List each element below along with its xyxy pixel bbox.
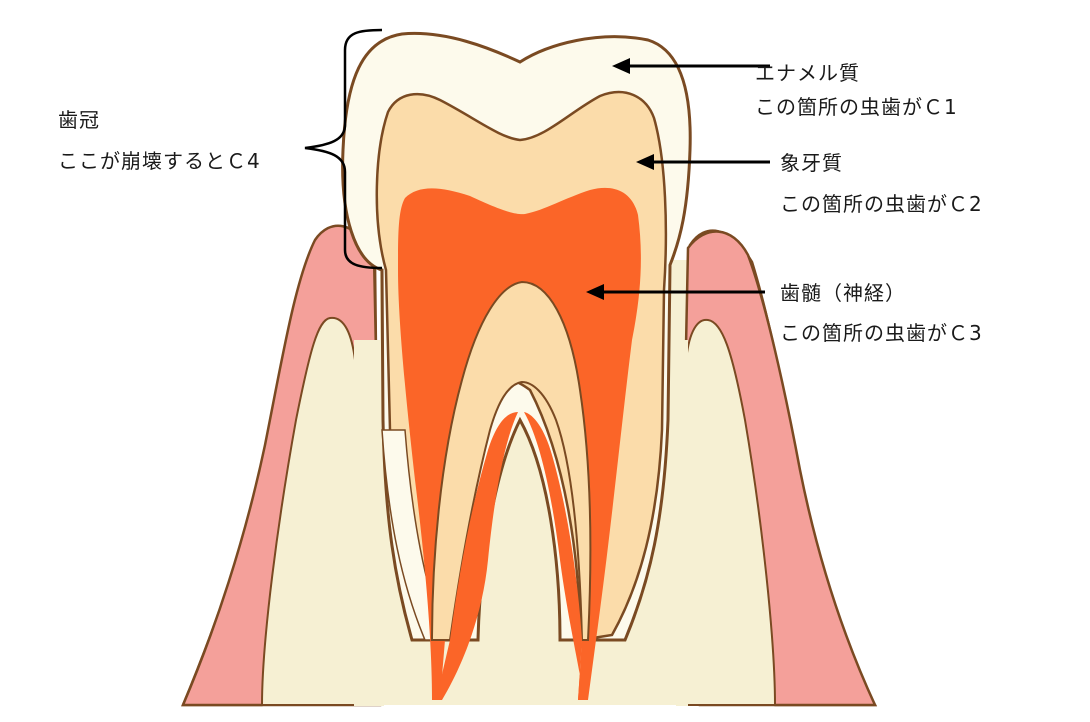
gum-left-inner	[260, 316, 362, 706]
pulp-root-left	[436, 412, 518, 700]
bone-gap-right	[676, 340, 688, 706]
enamel-note: この箇所の虫歯がＣ1	[755, 95, 958, 119]
enamel-title: エナメル質	[755, 61, 860, 85]
dentin-arrow	[636, 154, 770, 170]
pulp-root-right	[524, 412, 584, 700]
dentin-note: この箇所の虫歯がＣ2	[780, 192, 983, 216]
crown-note: ここが崩壊するとＣ4	[58, 149, 261, 173]
enamel-arrow	[612, 58, 770, 74]
dentin-title: 象牙質	[780, 151, 843, 175]
pulp-title: 歯髄（神経）	[780, 281, 906, 305]
dentin-core	[430, 280, 592, 641]
pulp-note: この箇所の虫歯がＣ3	[780, 321, 983, 345]
crown-bracket	[304, 28, 383, 270]
bone-gap-left	[354, 340, 384, 706]
gum-right-inner	[680, 318, 777, 706]
pulp	[398, 187, 641, 701]
crown-title: 歯冠	[58, 108, 100, 132]
pulp-arrow	[586, 284, 765, 300]
